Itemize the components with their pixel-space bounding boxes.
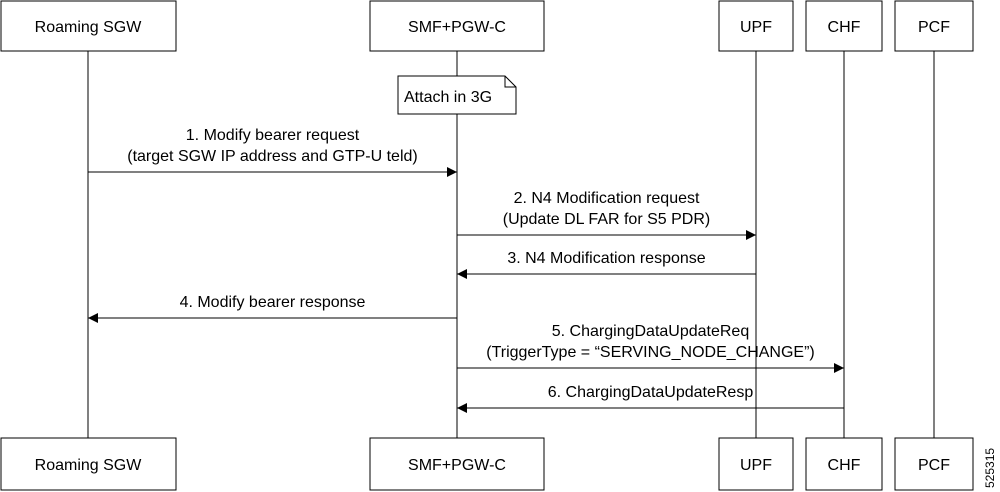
- participant-box-chf-top: CHF: [805, 0, 883, 52]
- message-label: (Update DL FAR for S5 PDR): [503, 211, 710, 228]
- message-1: 1. Modify bearer request (target SGW IP a…: [88, 127, 457, 177]
- message-label: 3. N4 Modification response: [507, 250, 705, 267]
- participant-box-pcf-top: PCF: [894, 0, 974, 52]
- participant-label: SMF+PGW-C: [408, 457, 506, 474]
- message-2: 2. N4 Modification request (Update DL FAR…: [457, 190, 756, 240]
- participant-label: Roaming SGW: [35, 457, 143, 474]
- participant-box-smf-pgw-c-bottom: SMF+PGW-C: [369, 437, 545, 491]
- message-label: 4. Modify bearer response: [180, 294, 366, 311]
- message-label: 6. ChargingDataUpdateResp: [548, 384, 754, 401]
- message-label: 1. Modify bearer request: [186, 127, 360, 144]
- note-text: Attach in 3G: [404, 89, 492, 106]
- participant-box-roaming-sgw-bottom: Roaming SGW: [0, 437, 177, 491]
- participant-box-upf-bottom: UPF: [718, 437, 794, 491]
- figure-id: 525315: [983, 448, 997, 488]
- participant-label: UPF: [740, 457, 772, 474]
- participant-label: UPF: [740, 19, 772, 36]
- participant-label: Roaming SGW: [35, 19, 143, 36]
- participant-label: SMF+PGW-C: [408, 19, 506, 36]
- participant-label: CHF: [828, 457, 861, 474]
- participant-box-chf-bottom: CHF: [805, 437, 883, 491]
- participant-label: PCF: [918, 457, 950, 474]
- participant-label: PCF: [918, 19, 950, 36]
- note-attach-in-3g: Attach in 3G: [397, 75, 517, 115]
- participant-label: CHF: [828, 19, 861, 36]
- participant-box-upf-top: UPF: [718, 0, 794, 52]
- message-3: 3. N4 Modification response: [457, 250, 756, 279]
- message-5: 5. ChargingDataUpdateReq (TriggerType = “…: [457, 323, 844, 373]
- message-label: 5. ChargingDataUpdateReq: [552, 323, 749, 340]
- participant-box-pcf-bottom: PCF: [894, 437, 974, 491]
- message-4: 4. Modify bearer response: [88, 294, 457, 323]
- participant-box-smf-pgw-c-top: SMF+PGW-C: [369, 0, 545, 52]
- message-label: 2. N4 Modification request: [514, 190, 700, 207]
- message-label: (TriggerType = “SERVING_NODE_CHANGE”): [486, 344, 815, 361]
- message-label: (target SGW IP address and GTP-U teld): [127, 148, 417, 165]
- message-6: 6. ChargingDataUpdateResp: [457, 384, 844, 413]
- participant-box-roaming-sgw-top: Roaming SGW: [0, 0, 177, 52]
